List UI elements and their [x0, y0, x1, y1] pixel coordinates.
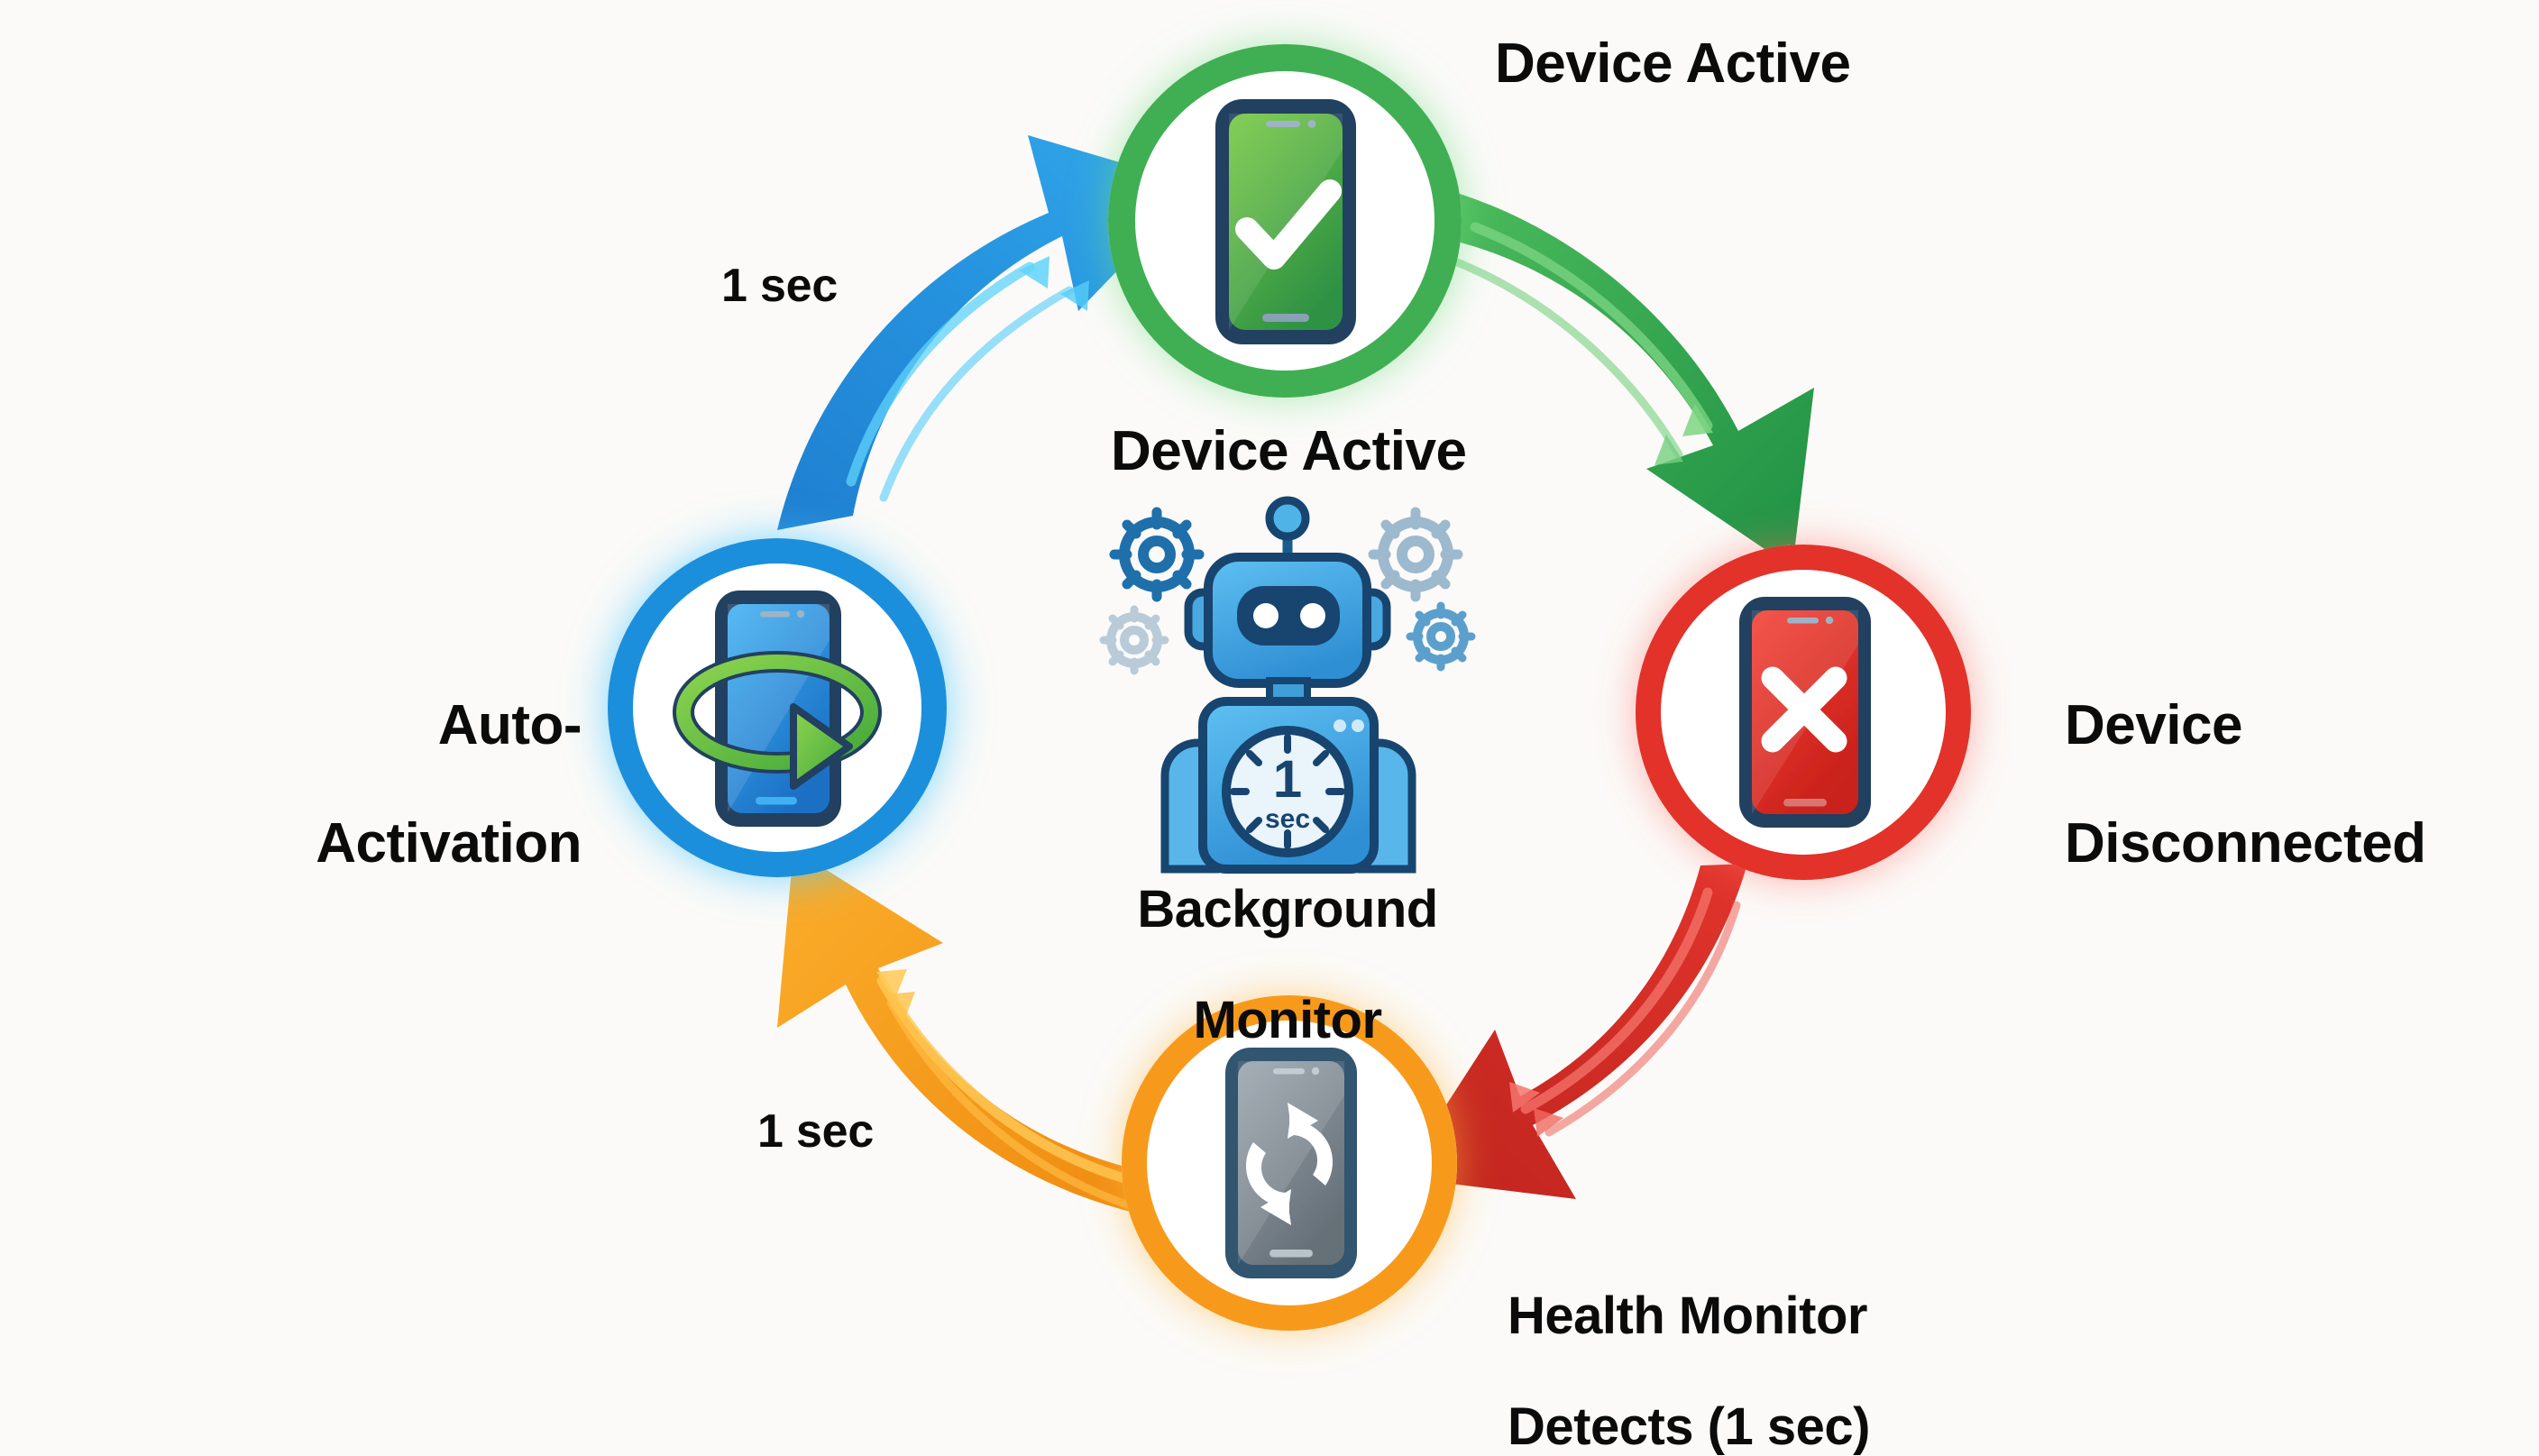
arrow-active-to-disconnected — [1439, 188, 1814, 568]
label-health-monitor-line1: Health Monitor — [1508, 1287, 1867, 1346]
node-device-disconnected[interactable] — [1636, 545, 1971, 880]
diagram-graphics: 1 sec — [608, 44, 1971, 1331]
label-auto-activation: Auto- Activation — [293, 636, 582, 874]
svg-text:sec: sec — [1265, 804, 1310, 834]
label-timing-top: 1 sec — [721, 260, 839, 312]
label-device-active-top-right: Device Active — [1495, 32, 1851, 95]
label-device-active: Device Active — [1111, 420, 1467, 482]
background-monitor-icon: 1 sec — [1099, 496, 1476, 874]
phone-cross-icon — [1739, 597, 1871, 828]
label-device-disconnected: Device Disconnected — [2065, 636, 2426, 874]
label-device-disconnected-line2: Disconnected — [2065, 812, 2426, 875]
node-device-active[interactable] — [1108, 44, 1462, 398]
gear-icon-mid-left — [1099, 605, 1169, 675]
arrow-auto-to-active — [777, 135, 1199, 530]
label-timing-bottom: 1 sec — [757, 1105, 875, 1158]
svg-text:1: 1 — [1273, 750, 1302, 809]
gear-icon-top-left — [1109, 507, 1205, 602]
robot-icon: 1 sec — [1160, 496, 1416, 874]
gear-icon-mid-right — [1406, 601, 1476, 672]
label-background-monitor: Background Monitor — [1116, 827, 1459, 1049]
arrow-disconnected-to-health — [1399, 864, 1747, 1199]
label-auto-activation-line1: Auto- — [437, 693, 582, 756]
phone-rotate-icon — [673, 591, 882, 827]
label-auto-activation-line2: Activation — [316, 812, 582, 875]
arrow-health-to-auto — [777, 849, 1148, 1214]
label-background-monitor-line2: Monitor — [1193, 991, 1382, 1050]
phone-sync-icon — [1225, 1048, 1357, 1278]
node-auto-activation[interactable] — [608, 538, 947, 877]
label-health-monitor-line2: Detects (1 sec) — [1508, 1397, 1870, 1456]
diagram-canvas: 1 sec Device Active Device Active Device… — [293, 32, 2426, 1455]
gear-icon-top-right — [1368, 507, 1463, 602]
node-health-monitor[interactable] — [1122, 995, 1457, 1331]
timer-1-sec-icon: 1 sec — [1222, 726, 1353, 857]
label-health-monitor-detects: Health Monitor Detects (1 sec) — [1508, 1233, 1870, 1455]
label-background-monitor-line1: Background — [1137, 880, 1438, 939]
label-device-disconnected-line1: Device — [2065, 693, 2242, 756]
phone-checkmark-icon — [1215, 99, 1356, 344]
